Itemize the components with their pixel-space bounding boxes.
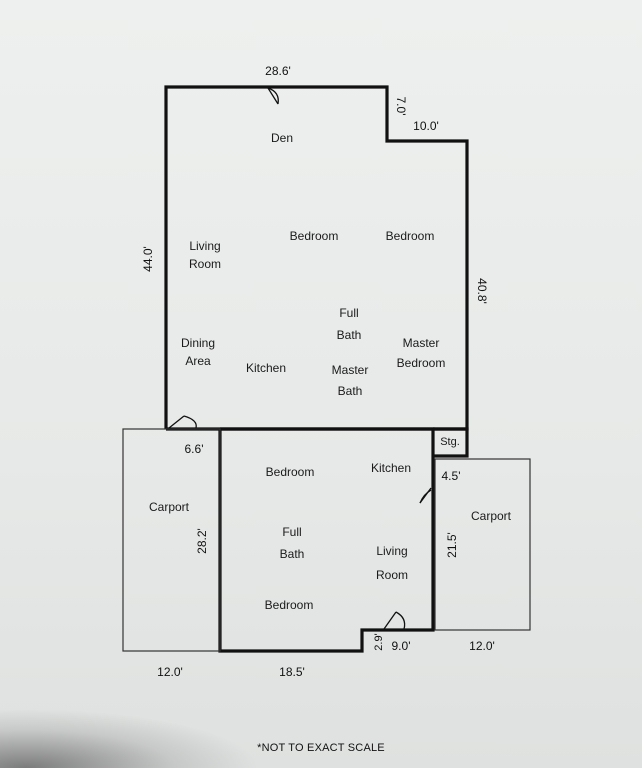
room-label-bedroom-2: Bedroom [385, 229, 435, 243]
carport-right-outline [434, 458, 531, 631]
dim-step-depth: 2.9' [373, 633, 385, 651]
room-label-storage: Stg. [440, 436, 460, 448]
dim-right-height: 40.8' [475, 278, 489, 304]
room-label-carport-left: Carport [148, 500, 190, 514]
room-label-carport-right: Carport [470, 509, 512, 523]
dim-storage-depth: 4.5' [441, 469, 461, 483]
door-right-lower [419, 487, 432, 504]
dim-lower-offset: 6.6' [184, 442, 204, 456]
dim-left-height: 44.0' [141, 246, 155, 272]
dim-carport-left-width: 12.0' [157, 665, 183, 679]
dim-lower-width: 18.5' [279, 665, 305, 679]
dim-lower-left-height: 28.2' [195, 528, 209, 554]
room-label-full-bath-2: Full Bath [279, 525, 305, 561]
room-label-dining-area: Dining Area [180, 336, 216, 368]
door-top [267, 87, 279, 105]
dim-top-width: 28.6' [265, 64, 291, 78]
room-label-living-room: Living Room [188, 239, 222, 271]
room-label-master-bath: Master Bath [331, 363, 369, 398]
room-label-master-bedroom: Master Bedroom [396, 336, 446, 370]
room-label-bedroom-3: Bedroom [265, 465, 315, 479]
room-label-bedroom-1: Bedroom [289, 229, 339, 243]
dim-notch-width: 10.0' [413, 119, 439, 133]
door-bottom [383, 611, 406, 630]
room-label-bedroom-4: Bedroom [264, 598, 314, 612]
dim-step-width: 9.0' [391, 639, 411, 653]
room-label-full-bath-1: Full Bath [336, 306, 362, 342]
dim-notch-depth: 7.0' [394, 96, 408, 116]
room-label-kitchen-1: Kitchen [245, 361, 287, 375]
photo-shadow [0, 708, 260, 768]
storage-walls [433, 427, 469, 458]
room-label-den: Den [270, 131, 294, 145]
dim-carport-right-width: 12.0' [469, 639, 495, 653]
dim-carport-right-height: 21.5' [445, 532, 459, 558]
scale-note: *NOT TO EXACT SCALE [257, 742, 385, 754]
carport-left-outline [122, 428, 221, 652]
room-label-kitchen-2: Kitchen [370, 461, 412, 475]
room-label-living-room-2: Living Room [375, 544, 409, 582]
door-lower-left [168, 415, 197, 429]
